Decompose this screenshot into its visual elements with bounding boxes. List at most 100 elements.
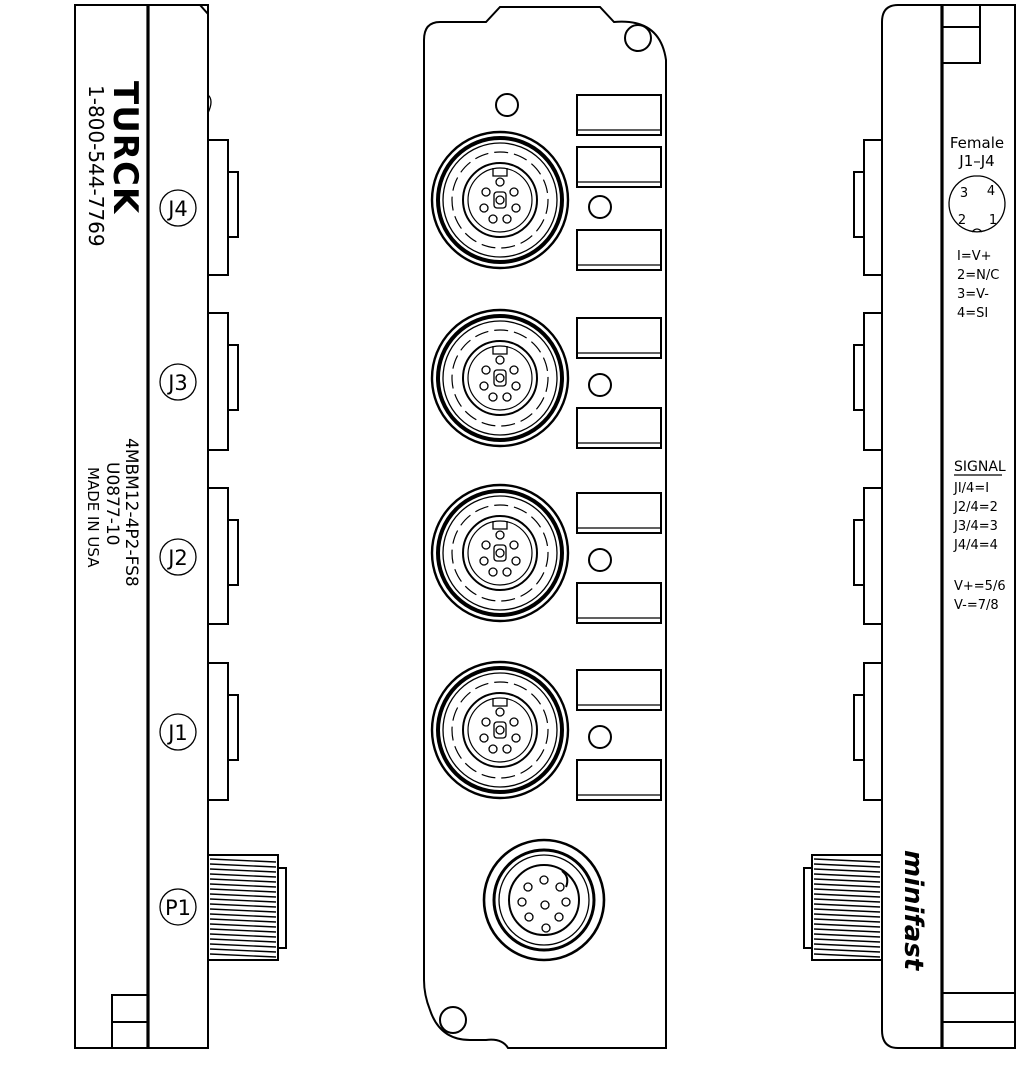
pin (523, 882, 533, 892)
socket-pin (509, 365, 519, 375)
thread-line (813, 908, 881, 913)
female-receptacle (430, 483, 570, 623)
thread-line (813, 903, 881, 908)
thread-line (209, 933, 277, 938)
port-label-circle (159, 363, 197, 401)
thread-line (813, 928, 881, 933)
receptacle-face (462, 340, 538, 416)
socket-pin (509, 187, 519, 197)
signal-map-line: JI/4=I (953, 481, 989, 496)
front-housing-outline (423, 6, 667, 1049)
receptacle-ring (430, 308, 570, 448)
socket-pin (495, 177, 505, 187)
label-window (576, 94, 662, 136)
receptacle-ring (430, 483, 570, 623)
label-window (576, 229, 662, 271)
receptacle-face (467, 345, 533, 411)
right-male-connector (803, 854, 883, 961)
model-number: 4MBM12-4P2-FS8 (121, 438, 141, 587)
thread-line (209, 898, 277, 903)
receptacle-dashed-ring (451, 504, 549, 602)
minifast-logo: minifast (898, 850, 928, 972)
socket-pin (511, 381, 521, 391)
socket-pin (481, 717, 491, 727)
female-receptacle (430, 660, 570, 800)
signal-map-line: J3/4=3 (953, 519, 998, 534)
front-receptacles (430, 94, 662, 801)
thread-line (209, 903, 277, 908)
female-range: J1–J4 (958, 152, 994, 170)
pin (555, 882, 565, 892)
pin-number-3: 3 (960, 186, 968, 201)
port-label-circle (159, 189, 197, 227)
thread-line (813, 933, 881, 938)
socket-pin (481, 187, 491, 197)
socket-pin (479, 733, 489, 743)
thread-line (813, 893, 881, 898)
label-window (576, 759, 662, 801)
receptacle-key (492, 346, 508, 355)
thread-line (813, 943, 881, 948)
receptacle-ring (436, 489, 564, 617)
status-led-top (495, 93, 519, 117)
pin (539, 875, 549, 885)
thread-line (813, 953, 881, 958)
socket-pin (502, 567, 512, 577)
receptacle-ring (442, 672, 558, 788)
port-label-circle (159, 713, 197, 751)
port-label-p1: P1 (165, 896, 191, 920)
socket-pin (493, 369, 507, 387)
left-top-corner (148, 4, 209, 15)
thread-line (209, 943, 277, 948)
part-code: U0877-10 (102, 462, 122, 545)
left-bottom-step (111, 994, 148, 1048)
thread-line (813, 913, 881, 918)
front-view (423, 6, 667, 1049)
pin (561, 897, 571, 907)
left-port-labels: J4 J3 J2 J1 P1 (159, 189, 197, 926)
status-led (588, 373, 612, 397)
receptacle-key (492, 168, 508, 177)
receptacle-dashed-ring (451, 151, 549, 249)
thread-line (813, 888, 881, 893)
socket-pin (495, 530, 505, 540)
socket-pin (509, 540, 519, 550)
thread-line (209, 948, 277, 953)
origin-text: MADE IN USA (84, 467, 102, 568)
signal-heading: SIGNAL (954, 459, 1006, 475)
label-window (576, 582, 662, 624)
pin-map-line: 3=V- (957, 287, 989, 302)
female-receptacle (430, 308, 570, 448)
thread-line (209, 858, 277, 863)
pin-number-4: 4 (987, 184, 995, 199)
port-label-circle (159, 538, 197, 576)
socket-pin (488, 214, 498, 224)
power-map-line: V-=7/8 (954, 598, 999, 613)
receptacle-face (467, 520, 533, 586)
thread-line (813, 868, 881, 873)
pin-map-line: 4=SI (957, 306, 988, 321)
thread-line (209, 908, 277, 913)
label-window (576, 317, 662, 359)
thread-line (209, 918, 277, 923)
socket-pin (479, 381, 489, 391)
status-led (588, 195, 612, 219)
thread-line (813, 863, 881, 868)
receptacle-dashed-ring (451, 681, 549, 779)
pin (541, 923, 551, 933)
receptacle-ring (442, 142, 558, 258)
socket-pin (495, 548, 505, 558)
socket-pin (488, 744, 498, 754)
thread-line (209, 893, 277, 898)
receptacle-face (467, 167, 533, 233)
pin-number-1: 1 (989, 213, 997, 228)
socket-pin (479, 556, 489, 566)
socket-pin (481, 540, 491, 550)
socket-pin (511, 556, 521, 566)
receptacle-face (467, 697, 533, 763)
label-window (576, 492, 662, 534)
socket-pin (502, 744, 512, 754)
label-window (576, 669, 662, 711)
receptacle-ring (442, 320, 558, 436)
pin-number-2: 2 (958, 213, 966, 228)
